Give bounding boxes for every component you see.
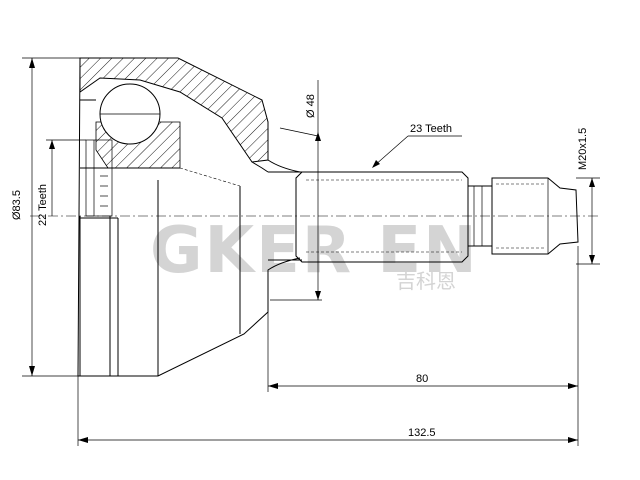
watermark: GKER EN 吉科恩 — [150, 214, 479, 293]
dim-thread: M20x1.5 — [577, 128, 589, 170]
dim-outer-spline: 23 Teeth — [410, 123, 452, 135]
dim-inner-spline: 22 Teeth — [37, 184, 49, 226]
watermark-chinese: 吉科恩 — [396, 269, 456, 293]
stub-shaft — [268, 171, 579, 263]
watermark-brand: GKER EN — [150, 214, 479, 288]
dimension-lines — [22, 57, 600, 446]
dim-stub-length: 80 — [416, 373, 428, 385]
bell-section-hatch — [79, 57, 269, 163]
dim-neck-diameter: Ø 48 — [305, 94, 317, 118]
dimension-labels: Ø83.5 22 Teeth Ø 48 23 Teeth M20x1.5 80 … — [11, 94, 589, 439]
dim-overall-diameter: Ø83.5 — [11, 190, 23, 220]
dim-overall-length: 132.5 — [408, 427, 436, 439]
